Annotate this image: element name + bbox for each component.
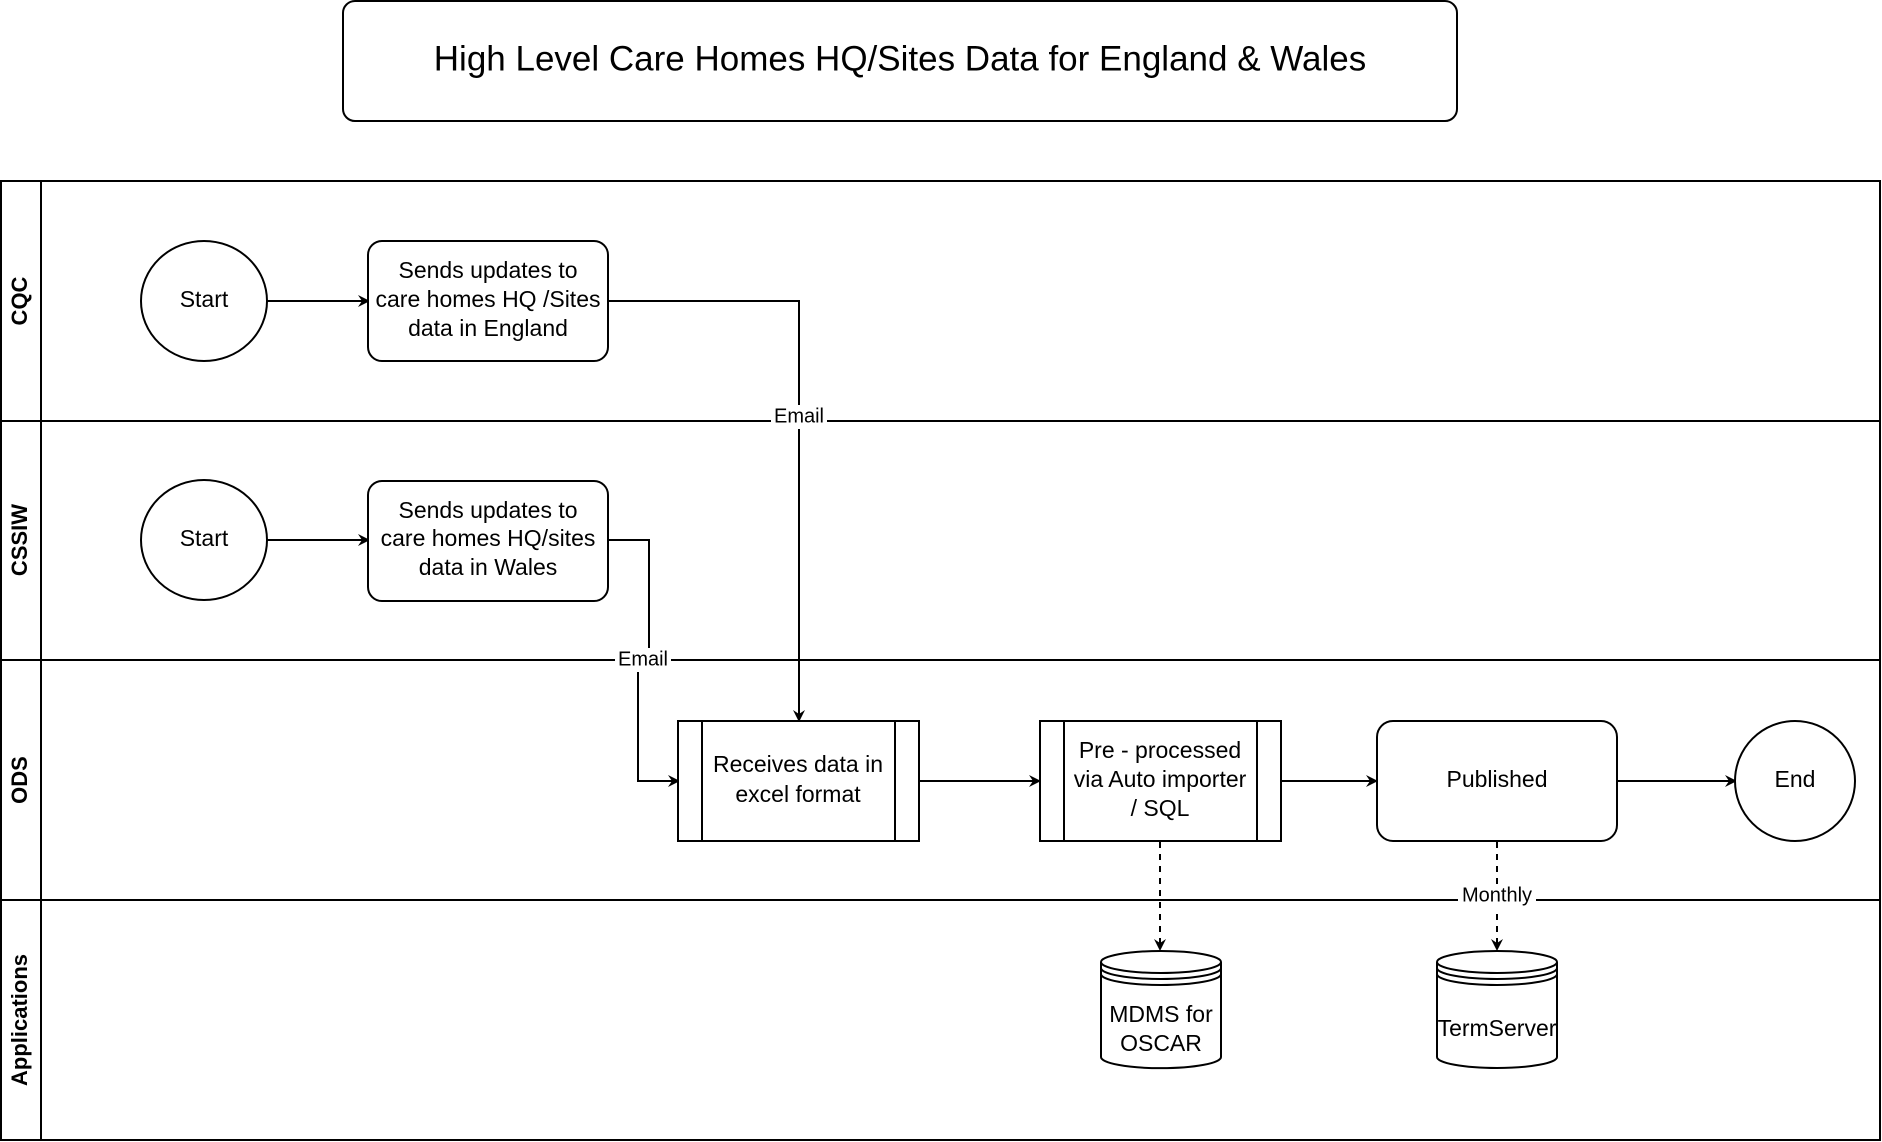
- title-box: High Level Care Homes HQ/Sites Data for …: [342, 0, 1458, 122]
- node-receives-line-2: excel format: [735, 781, 861, 807]
- node-mdms-database: MDMS for OSCAR: [1100, 950, 1222, 1070]
- node-published-label: Published: [1446, 766, 1547, 792]
- node-mdms-line-2: OSCAR: [1120, 1030, 1202, 1056]
- node-cssiw-send-line-1: Sends updates to: [398, 497, 577, 523]
- edge-labels: Email Email Monthly: [615, 405, 1536, 908]
- node-cssiw-send-line-2: care homes HQ/sites: [381, 525, 596, 551]
- node-cqc-start-label: Start: [180, 286, 229, 312]
- node-cssiw-start: Start: [140, 479, 268, 601]
- node-preprocess-line-3: / SQL: [1131, 795, 1190, 821]
- node-end-label: End: [1775, 766, 1816, 792]
- lane-label-applications: Applications: [7, 954, 32, 1086]
- node-cqc-start: Start: [140, 240, 268, 362]
- swimlane-pool: CQC CSSIW ODS Applications: [0, 180, 1881, 1141]
- edges: [265, 295, 1737, 951]
- node-cssiw-send-line-3: data in Wales: [419, 554, 558, 580]
- diagram-title: High Level Care Homes HQ/Sites Data for …: [434, 39, 1366, 78]
- node-cqc-send-updates: Sends updates to care homes HQ /Sites da…: [367, 240, 609, 362]
- node-preprocess-line-2: via Auto importer: [1074, 766, 1247, 792]
- node-mdms-line-1: MDMS for: [1109, 1001, 1213, 1027]
- node-cssiw-start-label: Start: [180, 525, 229, 551]
- node-published: Published: [1376, 720, 1618, 842]
- node-cssiw-send-updates: Sends updates to care homes HQ/sites dat…: [367, 480, 609, 602]
- node-receives-line-1: Receives data in: [713, 751, 883, 777]
- edge-label-cqc-email: Email: [774, 405, 824, 427]
- lane-label-cqc: CQC: [7, 276, 32, 325]
- lane-label-ods: ODS: [7, 756, 32, 804]
- node-receives-data: Receives data in excel format: [677, 720, 920, 842]
- lane-label-cssiw: CSSIW: [7, 504, 32, 576]
- node-cqc-send-line-3: data in England: [408, 315, 568, 341]
- edge-label-cssiw-email: Email: [618, 648, 668, 670]
- edge-cqc-email: [608, 300, 805, 722]
- node-termserver-label: TermServer: [1438, 1015, 1557, 1041]
- node-cqc-send-line-2: care homes HQ /Sites: [376, 286, 601, 312]
- node-pre-processed: Pre - processed via Auto importer / SQL: [1039, 720, 1282, 842]
- node-end: End: [1734, 720, 1856, 842]
- edge-label-monthly: Monthly: [1462, 884, 1532, 906]
- node-termserver-database: TermServer: [1436, 950, 1558, 1069]
- node-cqc-send-line-1: Sends updates to: [398, 257, 577, 283]
- node-preprocess-line-1: Pre - processed: [1079, 737, 1241, 763]
